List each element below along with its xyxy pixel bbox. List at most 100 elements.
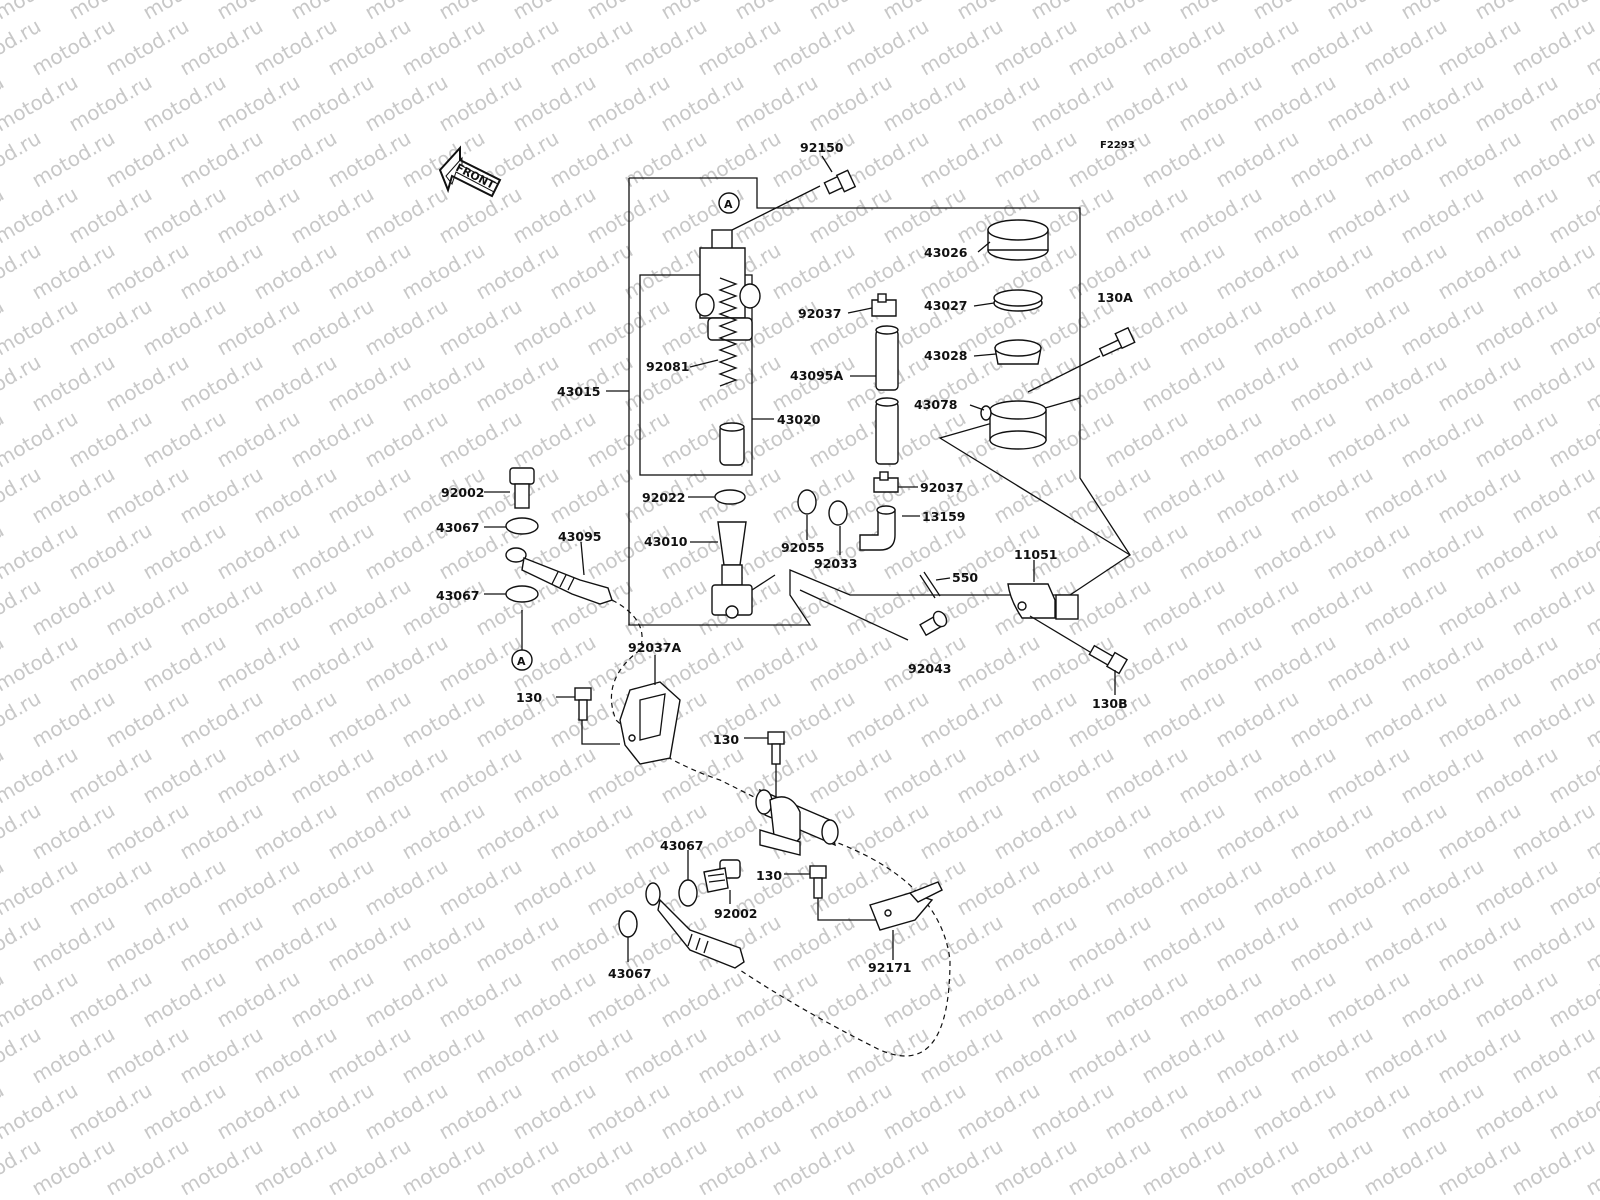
watermark-text: motod.ru (250, 910, 341, 977)
diagram-code: F2293 (1100, 140, 1135, 151)
watermark-text: motod.ru (546, 1022, 637, 1089)
watermark-text: motod.ru (102, 1134, 193, 1200)
watermark-text: motod.ru (28, 14, 119, 81)
watermark-text: motod.ru (1397, 70, 1488, 137)
watermark-text: motod.ru (1434, 574, 1525, 641)
watermark-text: motod.ru (990, 126, 1081, 193)
watermark-text: motod.ru (1508, 1134, 1599, 1200)
reservoir-tank-43078 (980, 400, 1047, 450)
watermark-text: motod.ru (1508, 574, 1599, 641)
watermark-text: motod.ru (1360, 910, 1451, 977)
watermark-text: motod.ru (472, 1022, 563, 1089)
watermark-text: motod.ru (768, 14, 859, 81)
watermark-text: motod.ru (1360, 574, 1451, 641)
bolt-130a (1027, 326, 1136, 393)
watermark-text: motod.ru (1249, 294, 1340, 361)
watermark-text: motod.ru (1101, 854, 1192, 921)
watermark-text: motod.ru (287, 742, 378, 809)
watermark-text: motod.ru (657, 1078, 748, 1145)
watermark-text: motod.ru (990, 798, 1081, 865)
watermark-text: motod.ru (1471, 966, 1562, 1033)
watermark-text: motod.ru (398, 910, 489, 977)
watermark-text: motod.ru (1212, 798, 1303, 865)
label-43026: 43026 (924, 245, 968, 260)
watermark-text: motod.ru (213, 854, 304, 921)
watermark-text: motod.ru (1471, 854, 1562, 921)
brake-hose-43095-upper (505, 547, 613, 605)
watermark-text: motod.ru (324, 1134, 415, 1200)
watermark-text: motod.ru (287, 1078, 378, 1145)
watermark-text: motod.ru (1360, 350, 1451, 417)
watermark-text: motod.ru (842, 238, 933, 305)
watermark-text: motod.ru (287, 182, 378, 249)
watermark-text: motod.ru (250, 238, 341, 305)
watermark-text: motod.ru (324, 14, 415, 81)
washer-43067-d (618, 910, 638, 938)
watermark-text: motod.ru (546, 238, 637, 305)
watermark-text: motod.ru (176, 1134, 267, 1200)
watermark-text: motod.ru (1064, 1134, 1155, 1200)
watermark-text: motod.ru (250, 798, 341, 865)
watermark-text: motod.ru (361, 854, 452, 921)
watermark-text: motod.ru (102, 14, 193, 81)
label-43067-b: 43067 (436, 588, 480, 603)
watermark-text: motod.ru (1360, 238, 1451, 305)
watermark-text: motod.ru (324, 686, 415, 753)
watermark-text: motod.ru (1101, 1078, 1192, 1145)
watermark-text: motod.ru (1027, 70, 1118, 137)
watermark-text: motod.ru (250, 574, 341, 641)
watermark-text: motod.ru (472, 14, 563, 81)
watermark-text: motod.ru (1138, 910, 1229, 977)
watermark-text: motod.ru (1508, 350, 1599, 417)
watermark-text: motod.ru (1175, 70, 1266, 137)
watermark-text: motod.ru (1397, 630, 1488, 697)
watermark-text: motod.ru (1471, 406, 1562, 473)
label-43067-d: 43067 (608, 966, 652, 981)
watermark-text: motod.ru (102, 350, 193, 417)
watermark-text: motod.ru (28, 686, 119, 753)
watermark-text: motod.ru (1249, 854, 1340, 921)
watermark-text: motod.ru (620, 1134, 711, 1200)
label-92002-bottom: 92002 (714, 906, 758, 921)
watermark-text: motod.ru (879, 742, 970, 809)
watermark-text: motod.ru (1508, 238, 1599, 305)
label-130-a: 130 (516, 690, 542, 705)
watermark-text: motod.ru (1212, 1022, 1303, 1089)
label-13159: 13159 (922, 509, 966, 524)
watermark-text: motod.ru (324, 350, 415, 417)
watermark-text: motod.ru (324, 126, 415, 193)
watermark-text: motod.ru (583, 406, 674, 473)
watermark-text: motod.ru (1175, 294, 1266, 361)
watermark-text: motod.ru (1027, 854, 1118, 921)
watermark-text: motod.ru (768, 350, 859, 417)
piston-kit-box (639, 274, 753, 476)
watermark-text: motod.ru (1360, 126, 1451, 193)
watermark-text: motod.ru (1175, 518, 1266, 585)
watermark-text: motod.ru (1212, 574, 1303, 641)
watermark-text: motod.ru (731, 1078, 822, 1145)
watermark-text: motod.ru (1434, 798, 1525, 865)
watermark-text: motod.ru (805, 742, 896, 809)
watermark-text: motod.ru (1212, 686, 1303, 753)
watermark-text: motod.ru (1286, 574, 1377, 641)
label-43020: 43020 (777, 412, 821, 427)
watermark-text: motod.ru (213, 70, 304, 137)
watermark-text: motod.ru (1175, 630, 1266, 697)
bolt-130-c (784, 865, 880, 921)
banjo-bolt-92150 (823, 169, 857, 195)
spring-92081 (718, 277, 745, 466)
watermark-text: motod.ru (509, 294, 600, 361)
watermark-text: motod.ru (361, 406, 452, 473)
watermark-text: motod.ru (879, 1078, 970, 1145)
bolt-130b (1029, 615, 1129, 675)
label-43095: 43095 (558, 529, 602, 544)
master-cylinder-body (695, 185, 821, 341)
part-labels: 92150 43026 130A 92037 43027 43028 43095… (436, 140, 1133, 981)
bolt-130-b (744, 731, 785, 800)
watermark-text: motod.ru (583, 70, 674, 137)
watermark-text: motod.ru (1064, 126, 1155, 193)
watermark-text: motod.ru (1434, 686, 1525, 753)
cotter-pin-550 (919, 571, 941, 599)
watermark-text: motod.ru (1249, 406, 1340, 473)
watermark-text: motod.ru (65, 1078, 156, 1145)
